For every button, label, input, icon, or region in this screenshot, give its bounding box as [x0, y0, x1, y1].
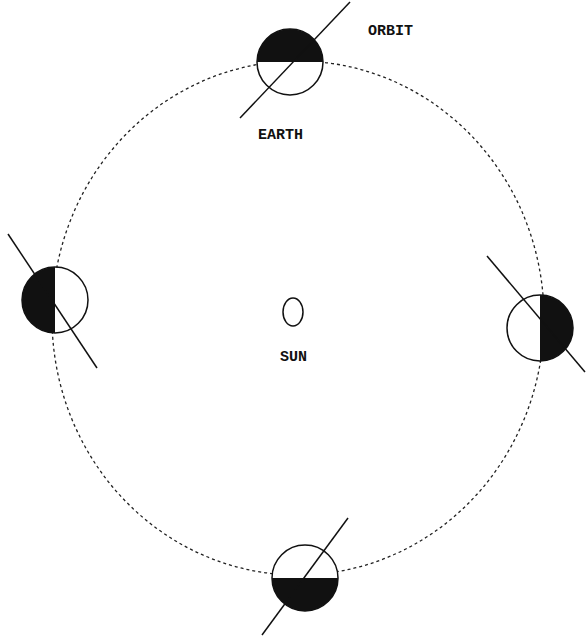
sun-symbol	[283, 298, 303, 326]
earth-top	[240, 2, 350, 118]
earth-bottom	[262, 518, 348, 635]
earth-right	[487, 256, 585, 372]
orbit-label: ORBIT	[368, 24, 413, 39]
earth-left	[8, 234, 97, 368]
sun-label: SUN	[280, 350, 307, 365]
earth-label: EARTH	[258, 128, 303, 143]
orbit-path	[52, 61, 544, 575]
